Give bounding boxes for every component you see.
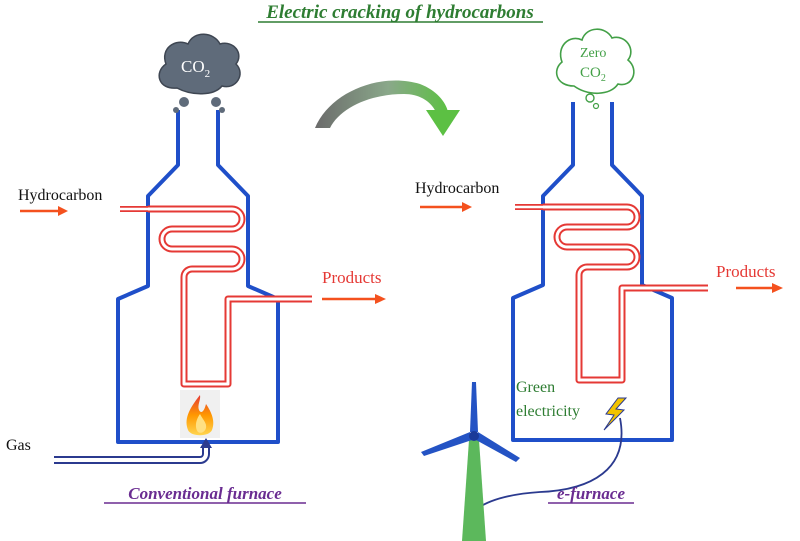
conventional-products-label: Products bbox=[322, 268, 382, 287]
turbine-blade-right bbox=[476, 432, 520, 462]
green-electricity-line2: electricity bbox=[516, 403, 580, 420]
zero-co2-line1: Zero bbox=[580, 46, 606, 61]
e-furnace-products-label: Products bbox=[716, 262, 776, 281]
green-electricity-label: Green electricity bbox=[516, 379, 580, 420]
svg-text:Zero: Zero bbox=[580, 46, 606, 61]
co2-subscript: 2 bbox=[205, 68, 211, 80]
turbine-blade-top bbox=[470, 382, 478, 432]
zero-co2-line2: CO bbox=[580, 65, 601, 81]
flame-icon bbox=[180, 390, 220, 438]
e-furnace-label: e-furnace bbox=[557, 484, 625, 503]
wind-turbine-icon bbox=[421, 382, 520, 541]
e-furnace-hydrocarbon-label: Hydrocarbon bbox=[415, 180, 499, 197]
co2-text: CO bbox=[181, 57, 205, 76]
conventional-furnace-wall bbox=[116, 110, 280, 444]
power-cable bbox=[477, 417, 623, 509]
lightning-bolt-icon bbox=[603, 397, 628, 431]
green-electricity-line1: Green bbox=[516, 379, 555, 396]
e-furnace-wall bbox=[511, 102, 674, 442]
zero-co2-cloud-icon: Zero CO2 bbox=[555, 28, 635, 110]
svg-text:CO2: CO2 bbox=[181, 57, 210, 80]
e-furnace: Hydrocarbon Products Green electricity Z… bbox=[415, 28, 783, 541]
gas-label: Gas bbox=[6, 437, 31, 454]
gas-pipe bbox=[54, 446, 210, 464]
zero-co2-subscript: 2 bbox=[601, 73, 606, 84]
gas-flow-arrowhead bbox=[200, 438, 212, 448]
conventional-furnace: Hydrocarbon Products Gas CO2 Conventiona… bbox=[6, 33, 386, 504]
diagram-title: Electric cracking of hydrocarbons bbox=[265, 2, 534, 23]
turbine-tower bbox=[462, 440, 486, 541]
co2-cloud-icon: CO2 bbox=[158, 33, 241, 113]
curved-transition-arrow-icon bbox=[315, 80, 460, 136]
turbine-blade-left bbox=[421, 432, 472, 456]
conventional-coil bbox=[120, 205, 312, 388]
turbine-hub bbox=[469, 431, 479, 441]
conventional-furnace-label: Conventional furnace bbox=[128, 484, 282, 503]
e-furnace-coil bbox=[515, 203, 708, 384]
svg-text:CO2: CO2 bbox=[580, 65, 606, 84]
conventional-hydrocarbon-label: Hydrocarbon bbox=[18, 187, 102, 204]
